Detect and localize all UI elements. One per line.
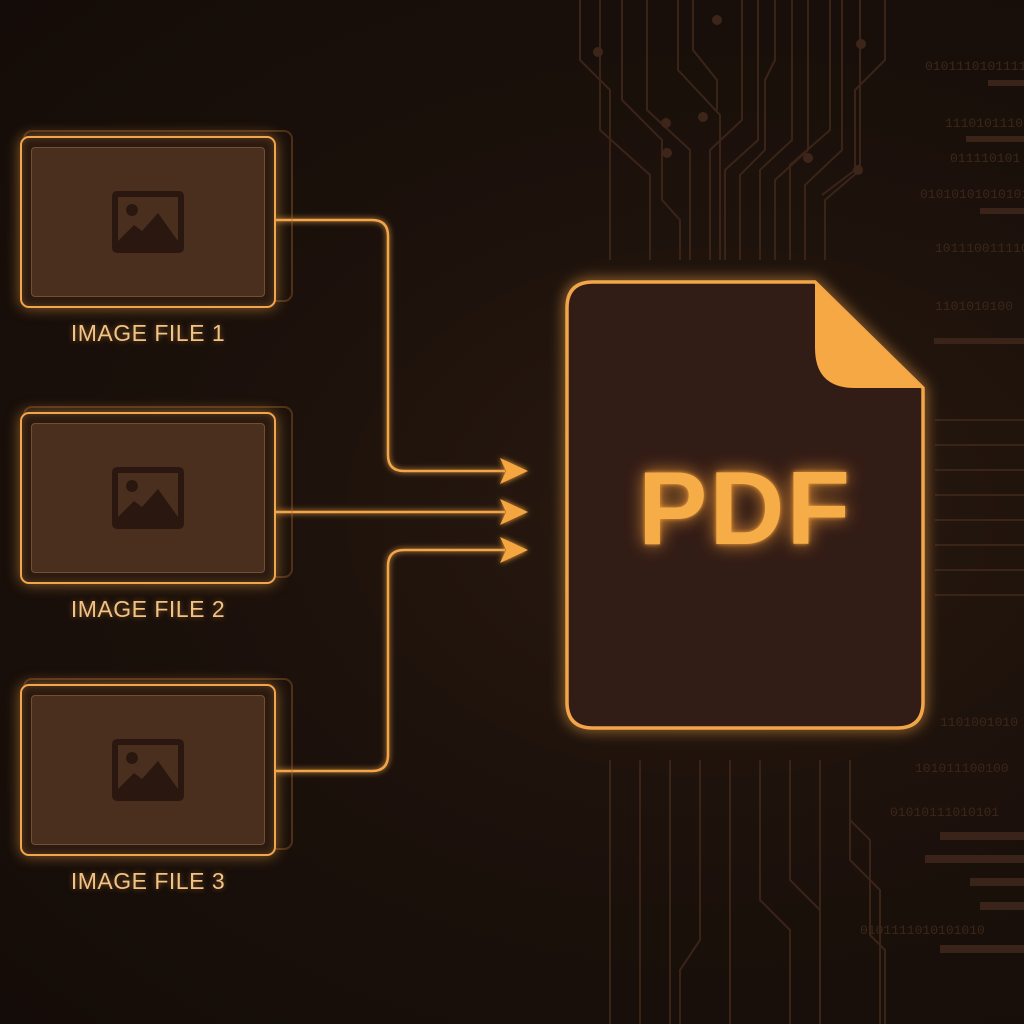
image-file-card-3[interactable] <box>20 678 293 856</box>
document-icon <box>565 280 925 730</box>
card-thumbnail <box>31 423 265 573</box>
circuit-traces-right <box>935 419 1024 596</box>
binary-line: 0101110101111 <box>925 59 1024 74</box>
binary-line: 0101111010101010 <box>860 923 985 938</box>
binary-line: 101110011110 <box>935 241 1024 256</box>
card-frame <box>20 684 276 856</box>
card-frame <box>20 412 276 584</box>
arrow-right-icon <box>500 499 528 525</box>
card-thumbnail <box>31 695 265 845</box>
arrow-right-icon <box>500 537 528 563</box>
data-bars <box>925 80 1024 953</box>
image-file-card-2[interactable] <box>20 406 293 584</box>
image-icon <box>112 467 184 529</box>
circuit-traces-bottom <box>609 760 886 1024</box>
image-file-label-1: IMAGE FILE 1 <box>70 320 226 346</box>
pdf-label: PDF <box>638 451 852 567</box>
arrow-right-icon <box>500 458 528 484</box>
image-file-card-1[interactable] <box>20 130 293 308</box>
pdf-document[interactable]: PDF <box>565 280 925 730</box>
binary-line: 011110101 <box>950 151 1020 166</box>
binary-line: 11101011101 <box>945 116 1024 131</box>
image-file-label-3: IMAGE FILE 3 <box>70 868 226 894</box>
binary-line: 101011100100 <box>915 761 1009 776</box>
binary-text: 0101110101111 11101011101 011110101 0101… <box>860 59 1024 938</box>
image-icon <box>112 191 184 253</box>
binary-line: 01010111010101 <box>890 805 999 820</box>
page-fold <box>815 282 923 388</box>
image-file-label-2: IMAGE FILE 2 <box>70 596 226 622</box>
image-icon <box>112 739 184 801</box>
card-thumbnail <box>31 147 265 297</box>
binary-line: 1101010100 <box>935 299 1013 314</box>
card-frame <box>20 136 276 308</box>
circuit-nodes <box>593 15 866 175</box>
connector-3 <box>275 548 505 773</box>
connector-1 <box>275 218 505 473</box>
binary-line: 1101001010 <box>940 715 1018 730</box>
